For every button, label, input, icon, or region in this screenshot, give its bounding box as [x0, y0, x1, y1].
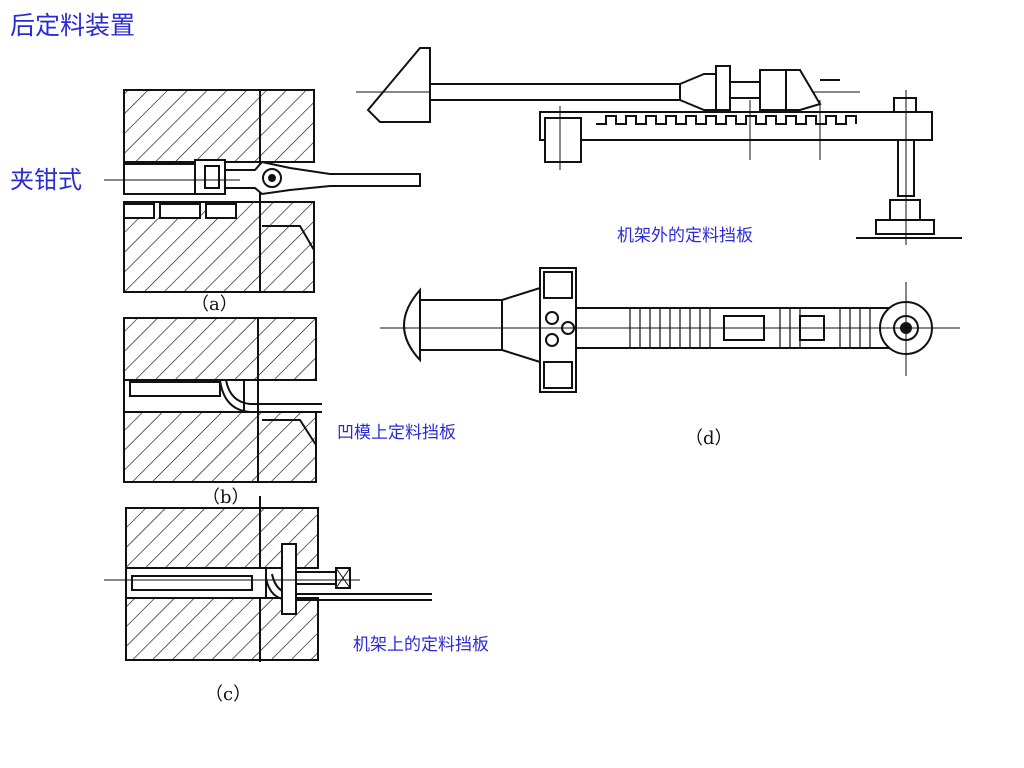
- fig-b-lower-block: [123, 411, 317, 483]
- label-frame-outside-stop: 机架外的定料挡板: [617, 226, 753, 246]
- caption-a: （a）: [191, 294, 238, 315]
- figure-c-drawing: [104, 496, 432, 662]
- slide-title: 后定料装置: [10, 11, 136, 40]
- figure-d-side-view: [356, 47, 962, 245]
- figure-b-drawing: [123, 317, 322, 483]
- figure-d-plan-view: [380, 267, 960, 393]
- caption-b: （b）: [202, 487, 250, 508]
- caption-c: （c）: [205, 684, 252, 705]
- clamp-type-label: 夹钳式: [10, 166, 82, 194]
- caption-d: （d）: [685, 428, 733, 449]
- fig-b-upper-block: [123, 317, 317, 381]
- fig-a-upper-block: [123, 89, 315, 163]
- label-frame-top-stop: 机架上的定料挡板: [353, 635, 489, 655]
- label-die-top-stop: 凹模上定料挡板: [337, 423, 456, 443]
- figure-a-drawing: [104, 89, 421, 293]
